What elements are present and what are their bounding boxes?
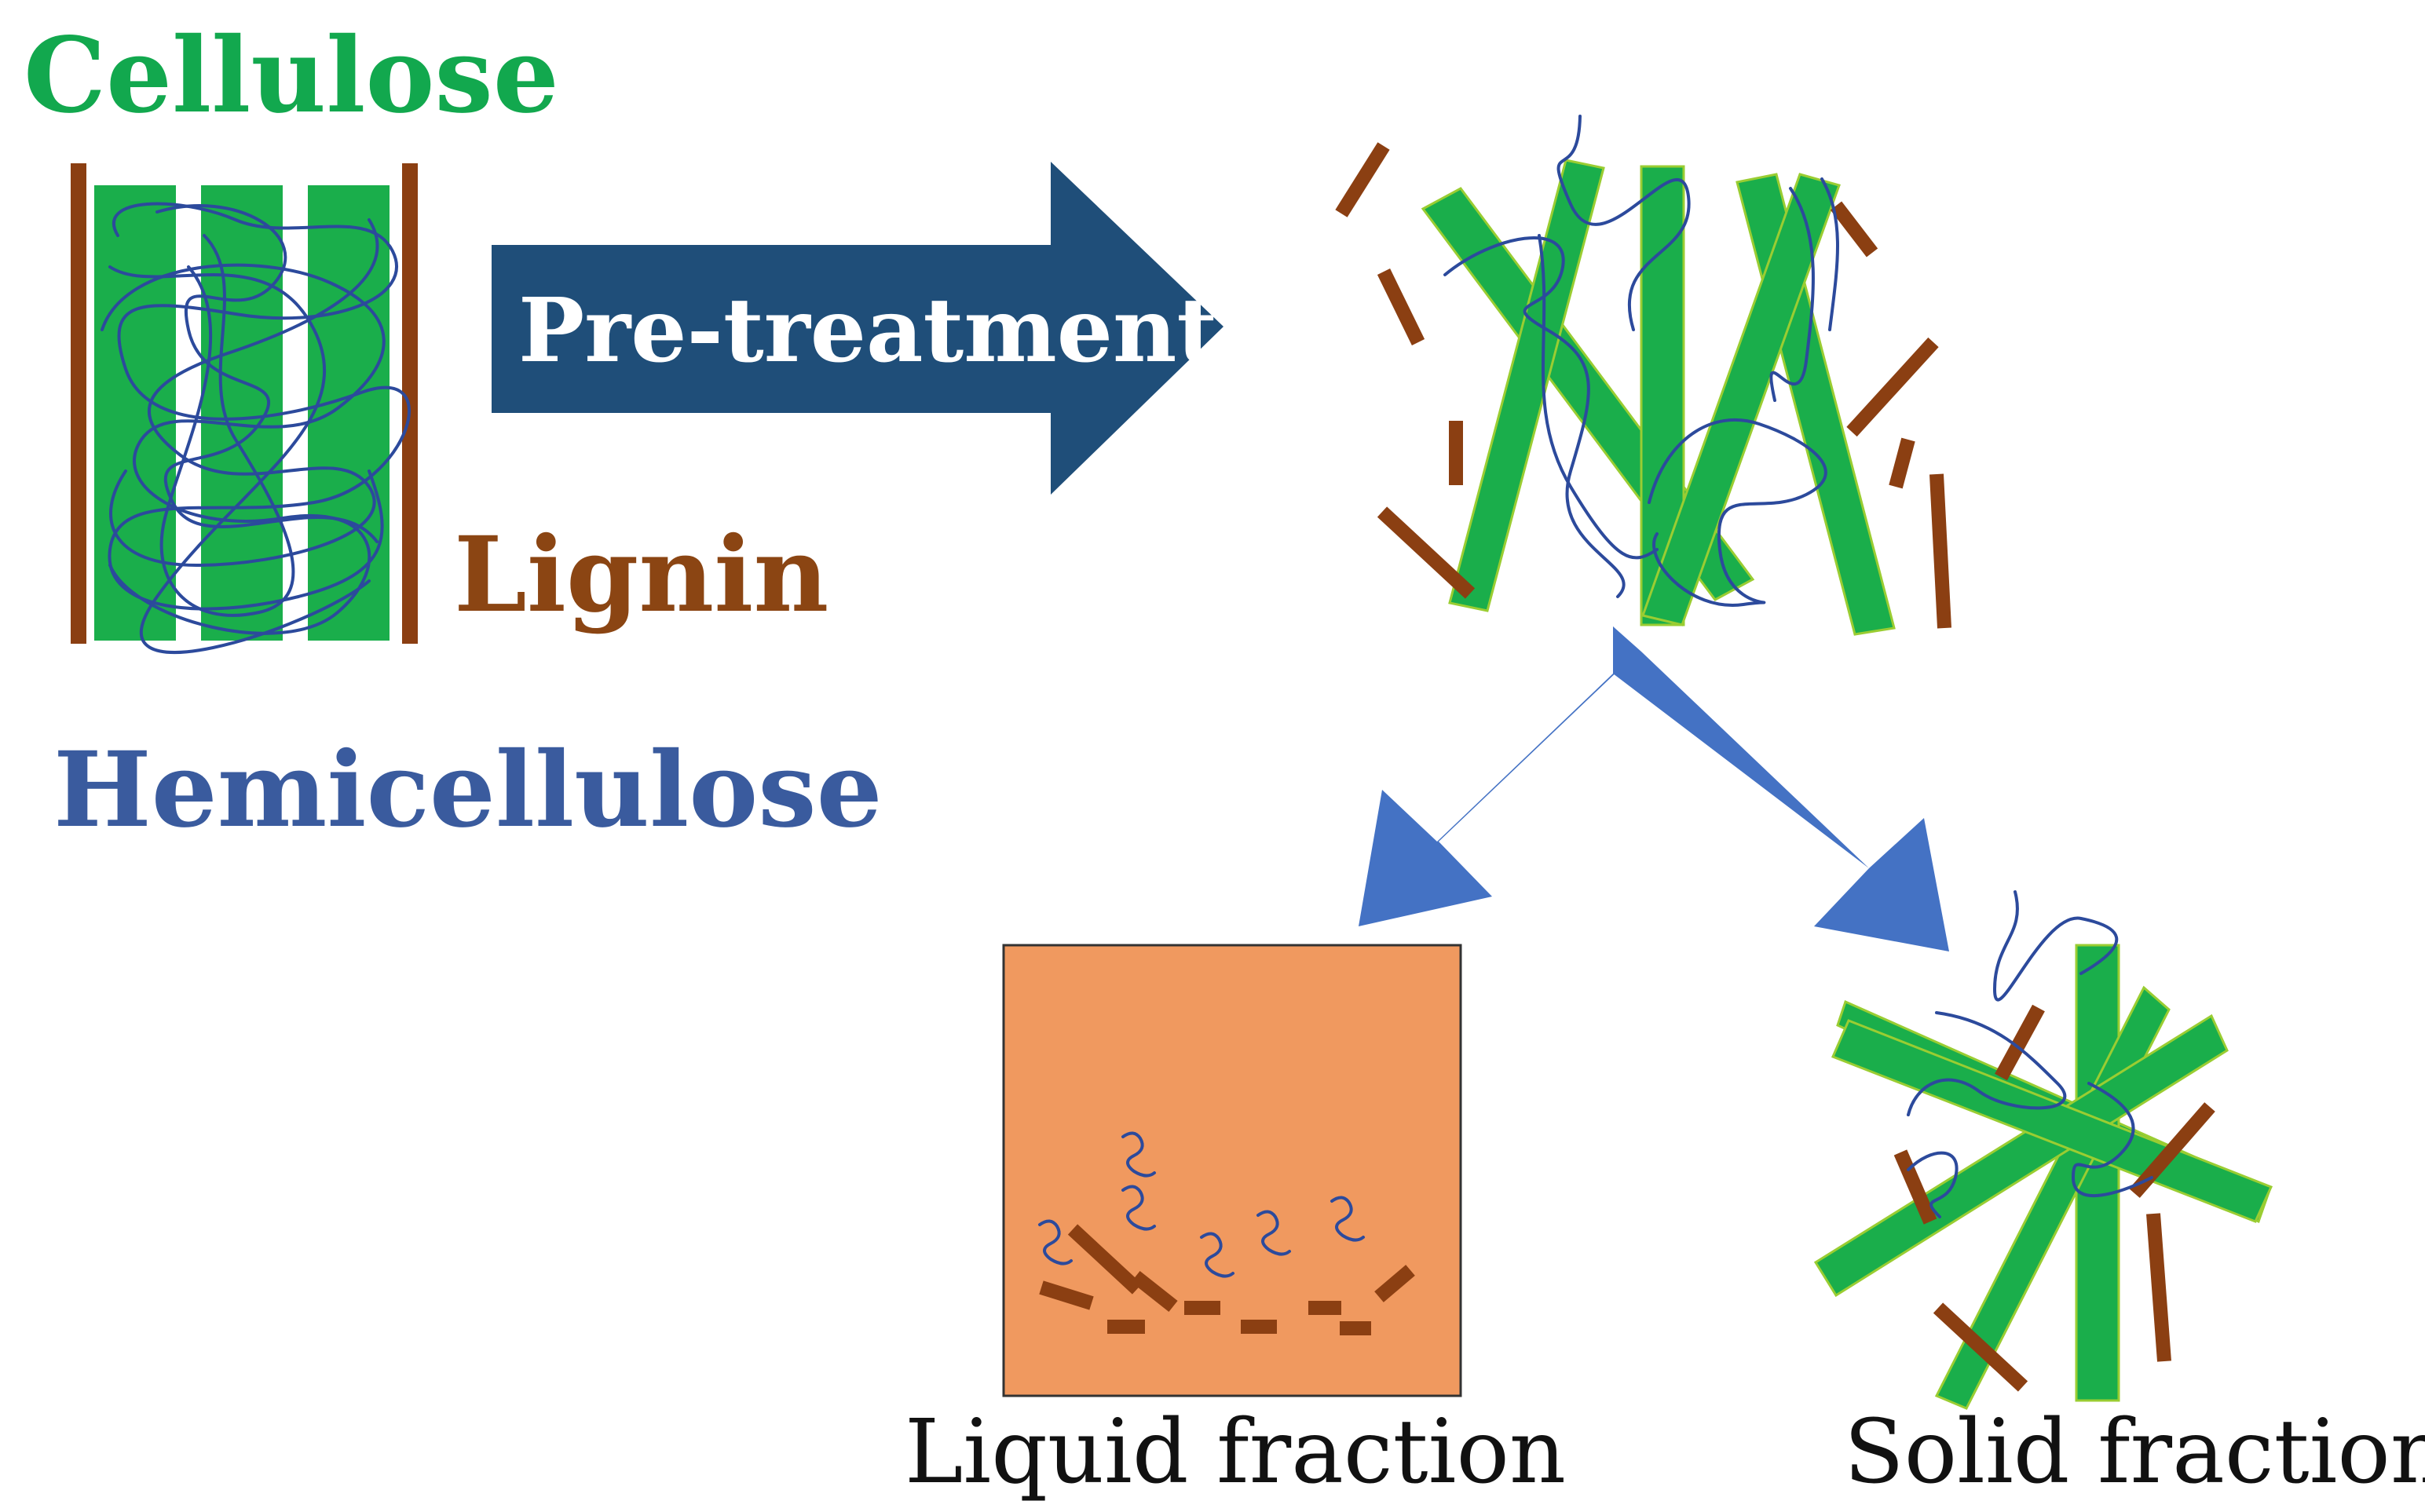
solid-fraction bbox=[1813, 890, 2273, 1410]
hemicellulose-strand bbox=[159, 234, 295, 617]
hemicellulose-strand bbox=[1992, 890, 2119, 1002]
liquid-fraction-label: Liquid fraction bbox=[905, 1401, 1566, 1503]
hemicellulose-strand bbox=[1907, 1011, 2067, 1116]
hemicellulose-squiggle bbox=[1256, 1210, 1291, 1256]
hemicellulose-strand bbox=[101, 263, 386, 635]
solid-lignin-fragments bbox=[1893, 1004, 2215, 1392]
hemicellulose-strand bbox=[2071, 1082, 2153, 1197]
hemicellulose-strand bbox=[1907, 1151, 1959, 1218]
hemicellulose-strand bbox=[1769, 187, 1815, 402]
lignin-fragment bbox=[1929, 473, 1951, 629]
hemicellulose-strand bbox=[1648, 418, 1827, 607]
lignin-fragment bbox=[1377, 268, 1425, 345]
cellulose-fiber bbox=[1813, 1013, 2229, 1298]
hemicellulose-tangle bbox=[101, 202, 411, 654]
hemicellulose-squiggle bbox=[1121, 1131, 1156, 1178]
lignin-bit bbox=[1374, 1265, 1415, 1302]
lignin-fragment bbox=[1889, 437, 1915, 489]
solid-cellulose-fibers bbox=[1813, 944, 2273, 1410]
pretreatment-arrow: Pre-treatment bbox=[492, 162, 1223, 495]
lignin-fragment bbox=[1335, 142, 1390, 217]
lignin-bit bbox=[1131, 1270, 1178, 1313]
cellulose-fiber bbox=[1640, 165, 1685, 626]
cellulose-label: Cellulose bbox=[24, 15, 559, 137]
lignin-fragment bbox=[2146, 1213, 2171, 1362]
split-arrows bbox=[1359, 626, 1949, 951]
hemicellulose-squiggle bbox=[1038, 1219, 1073, 1265]
hemicellulose-loose-strands bbox=[1443, 115, 1839, 607]
hemicellulose-strand bbox=[108, 218, 379, 568]
lignin-fragments bbox=[1335, 142, 1951, 629]
dissolved-lignin bbox=[1039, 1224, 1415, 1335]
lignin-fragment bbox=[1830, 201, 1878, 257]
hemicellulose-strand bbox=[155, 204, 379, 543]
hemicellulose-strand bbox=[1556, 115, 1691, 331]
native-biomass bbox=[71, 163, 418, 654]
split-arrow-shape bbox=[1359, 626, 1638, 926]
hemicellulose-strand bbox=[1443, 236, 1626, 598]
liquid-container bbox=[1002, 944, 1462, 1397]
lignin-fragment bbox=[1995, 1004, 2045, 1081]
hemicellulose-squiggle bbox=[1200, 1232, 1234, 1278]
hemicellulose-label: Hemicellulose bbox=[53, 729, 883, 851]
hemicellulose-strand bbox=[1538, 234, 1659, 560]
split-arrow-shape bbox=[1613, 626, 1949, 951]
hemicellulose-strand bbox=[108, 265, 371, 654]
lignin-bit bbox=[1039, 1280, 1094, 1310]
pretreatment-arrow-shape bbox=[492, 162, 1223, 495]
hemicellulose-squiggle bbox=[1330, 1196, 1365, 1242]
lignin-label: Lignin bbox=[454, 514, 828, 636]
lignin-fragment bbox=[1846, 337, 1939, 437]
lignin-bit bbox=[1067, 1224, 1143, 1295]
cellulose-fibers bbox=[94, 185, 390, 641]
solid-fraction-label: Solid fraction bbox=[1844, 1401, 2425, 1503]
cellulose-fiber bbox=[1448, 159, 1605, 612]
hemicellulose-strand bbox=[108, 202, 411, 611]
cellulose-fiber bbox=[1641, 173, 1841, 626]
liquid-fraction bbox=[1002, 944, 1462, 1397]
pretreatment-label: Pre-treatment bbox=[518, 279, 1217, 382]
pretreated-biomass bbox=[1335, 115, 1951, 636]
hemicellulose-strand bbox=[1820, 177, 1839, 331]
solid-hemicellulose-strands bbox=[1907, 890, 2153, 1218]
lignin-fragment bbox=[1377, 506, 1476, 599]
dissolved-hemicellulose bbox=[1038, 1131, 1365, 1278]
lignin-fragment bbox=[1893, 1149, 1937, 1225]
hemicellulose-squiggle bbox=[1121, 1185, 1156, 1231]
cellulose-fiber bbox=[94, 185, 176, 641]
lignin-fragment bbox=[1933, 1302, 2028, 1392]
cellulose-fiber bbox=[201, 185, 283, 641]
